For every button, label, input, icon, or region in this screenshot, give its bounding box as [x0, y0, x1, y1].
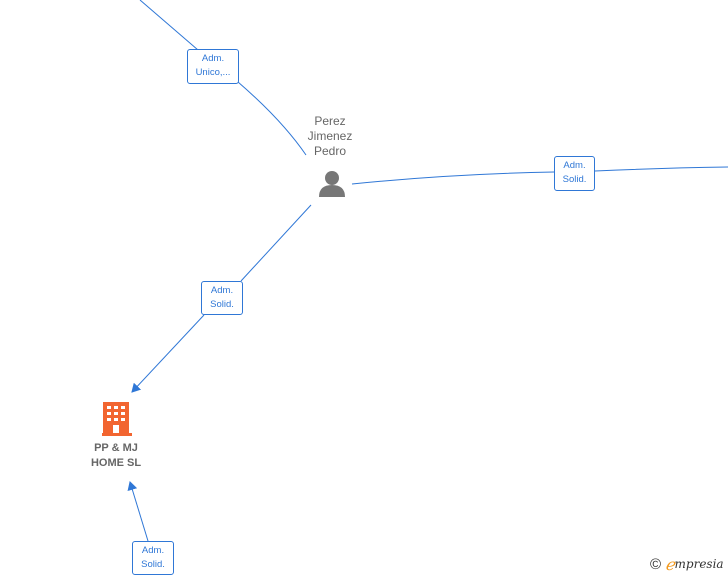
edge-line-4 — [127, 481, 149, 542]
edge-label-adm-solid-right: Adm. Solid. — [554, 156, 595, 191]
edge-label-adm-solid-bottom: Adm. Solid. — [132, 541, 174, 575]
edge-label-adm-solid-middle: Adm. Solid. — [201, 281, 243, 315]
building-icon[interactable] — [102, 402, 132, 436]
edge-label-adm-unico: Adm. Unico,... — [187, 49, 239, 84]
person-icon[interactable] — [319, 171, 345, 197]
person-name-label[interactable]: Perez Jimenez Pedro — [307, 114, 353, 158]
edge-line-3-arrow — [131, 314, 205, 393]
edge-line-3 — [240, 204, 312, 282]
company-name-label[interactable]: PP & MJ HOME SL — [90, 442, 142, 469]
copyright-icon: © — [650, 555, 662, 573]
brand-e-letter: ℯ — [665, 554, 675, 574]
edge-line-1 — [139, 0, 307, 156]
edge-line-2 — [351, 166, 728, 185]
brand-name: mpresia — [674, 557, 724, 571]
